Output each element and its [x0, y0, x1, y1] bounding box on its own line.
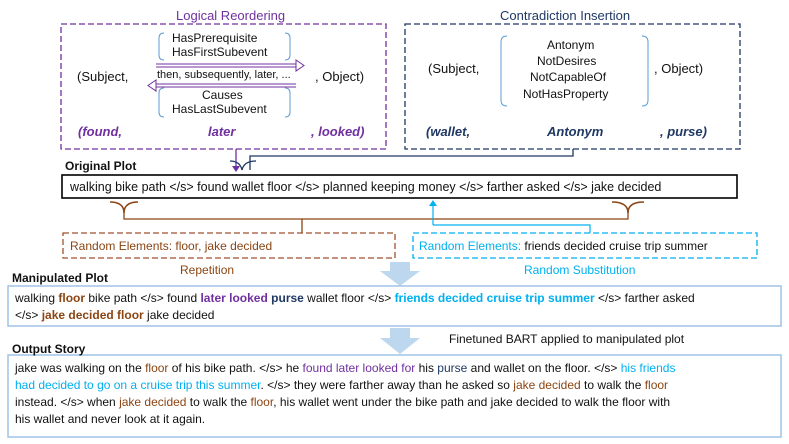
highlight-segment-brown: floor — [250, 395, 274, 409]
highlight-segment-brown: jake decided — [119, 395, 187, 409]
relation-not-has-property: NotHasProperty — [523, 87, 609, 101]
substitution-label: Random Substitution — [524, 263, 636, 277]
text-segment: of his bike path. </s> he — [168, 361, 303, 375]
output-story-line: instead. </s> when jake decided to walk … — [15, 394, 780, 411]
repetition-connector — [123, 213, 629, 220]
text-segment: his wallet and never look at it again. — [15, 412, 206, 426]
highlight-segment-brown: floor — [644, 378, 669, 392]
substitution-prefix: Random Elements: — [419, 239, 525, 253]
text-segment: , his wallet went under the bike path an… — [273, 395, 671, 409]
logical-example-middle: later — [208, 124, 236, 139]
text-segment: and wallet on the floor. </s> — [467, 361, 621, 375]
manipulated-plot-text: walking floor bike path </s> found later… — [15, 290, 780, 324]
text-segment: his — [415, 361, 438, 375]
arrow-head-right — [295, 59, 305, 72]
repetition-label: Repetition — [180, 263, 235, 277]
text-segment: to walk the — [580, 378, 645, 392]
text-segment: jake was walking on the — [15, 361, 146, 375]
highlight-segment-brown: floor — [145, 361, 169, 375]
contradiction-example-middle: Antonym — [547, 124, 604, 139]
brace-contradiction-left — [500, 35, 508, 107]
text-segment: . </s> they were farther away than he as… — [260, 378, 514, 392]
output-story-line: had decided to go on a cruise trip this … — [15, 377, 780, 394]
arrow-head-left — [147, 79, 157, 92]
highlight-segment-brown: jake decided floor — [41, 308, 144, 322]
block-arrow-2 — [380, 328, 420, 354]
brace-bottom-left — [158, 87, 165, 118]
original-plot-frame — [61, 174, 738, 199]
output-story-line: his wallet and never look at it again. — [15, 411, 780, 428]
contradiction-insertion-frame — [404, 23, 741, 150]
block-arrow-1 — [380, 262, 420, 286]
middle-connectives: then, subsequently, later, ... — [157, 69, 291, 81]
contradiction-subject: (Subject, — [428, 61, 480, 76]
manipulated-plot-frame — [7, 285, 782, 327]
original-plot-text: walking bike path </s> found wallet floo… — [70, 180, 662, 194]
brace-top-right — [284, 32, 291, 61]
substitution-elements: Random Elements: friends decided cruise … — [419, 239, 708, 253]
bart-note: Finetuned BART applied to manipulated pl… — [449, 332, 685, 346]
logical-reordering-frame — [60, 23, 387, 150]
logical-reordering-title: Logical Reordering — [176, 8, 286, 23]
highlight-segment-cyan: had decided to go on a cruise trip this … — [15, 378, 261, 392]
highlight-segment-cyan: friends decided cruise trip summer — [394, 291, 595, 305]
output-story-label: Output Story — [12, 342, 86, 356]
highlight-segment-cyan: his friends — [620, 361, 676, 375]
contradiction-connector — [249, 149, 574, 170]
relation-has-first-subevent: HasFirstSubevent — [172, 45, 268, 59]
highlight-segment-purple: later looked — [200, 291, 268, 305]
output-story-frame — [7, 354, 782, 438]
brace-bottom-right — [284, 87, 291, 118]
contradiction-insertion-title: Contradiction Insertion — [500, 8, 631, 23]
substitution-frame — [412, 232, 758, 259]
manipulated-plot-line: </s> jake decided floor jake decided — [15, 307, 780, 324]
text-segment: walking — [15, 291, 59, 305]
relation-has-prerequisite: HasPrerequisite — [172, 31, 258, 45]
contradiction-example-right: , purse) — [660, 124, 707, 139]
output-story-text: jake was walking on the floor of his bik… — [15, 360, 780, 428]
brace-contradiction-right — [641, 35, 649, 107]
contradiction-example-left: (wallet, — [426, 124, 471, 139]
logical-object: , Object) — [315, 69, 365, 84]
text-segment: </s> — [15, 308, 42, 322]
text-segment: wallet floor </s> — [303, 291, 395, 305]
substitution-values: friends decided cruise trip summer — [524, 239, 708, 253]
relation-not-desires: NotDesires — [537, 54, 597, 68]
text-segment: instead. </s> when — [15, 395, 120, 409]
manipulated-plot-line: walking floor bike path </s> found later… — [15, 290, 780, 307]
repetition-frame — [62, 232, 396, 259]
logical-example-right: , looked) — [311, 124, 365, 139]
relation-antonym: Antonym — [547, 38, 595, 52]
highlight-segment-brown: floor — [58, 291, 86, 305]
relation-has-last-subevent: HasLastSubevent — [172, 102, 267, 116]
highlight-segment-navy: purse — [271, 291, 304, 305]
text-segment: bike path </s> found — [85, 291, 201, 305]
contradiction-object: , Object) — [654, 61, 704, 76]
logical-example-left: (found, — [78, 124, 123, 139]
logical-subject: (Subject, — [77, 69, 129, 84]
text-segment: to walk the — [186, 395, 251, 409]
relation-not-capable-of: NotCapableOf — [530, 70, 607, 84]
text-segment: jake decided — [143, 308, 215, 322]
highlight-segment-brown: jake decided — [513, 378, 581, 392]
output-story-line: jake was walking on the floor of his bik… — [15, 360, 780, 377]
text-segment: </s> farther asked — [594, 291, 695, 305]
repetition-elements: Random Elements: floor, jake decided — [70, 239, 273, 253]
relation-causes: Causes — [202, 88, 243, 102]
highlight-segment-purple: found later looked for — [302, 361, 416, 375]
manipulated-plot-label: Manipulated Plot — [12, 271, 108, 285]
brace-top-left — [158, 32, 165, 61]
highlight-segment-navy: purse — [437, 361, 468, 375]
original-plot-label: Original Plot — [65, 159, 137, 173]
